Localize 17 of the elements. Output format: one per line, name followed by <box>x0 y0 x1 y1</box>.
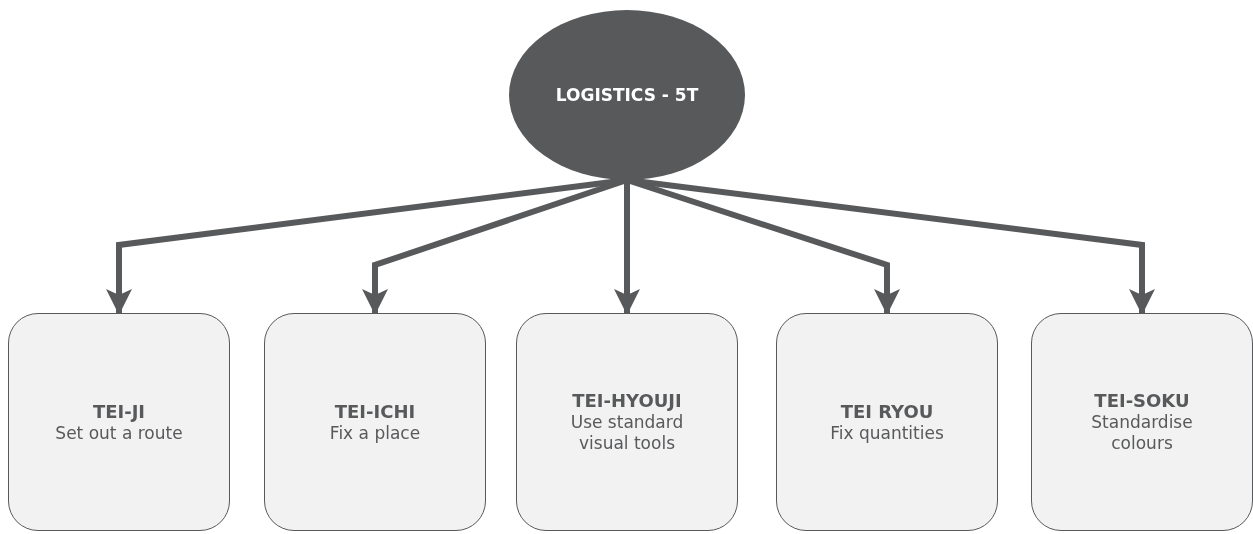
box-heading: TEI-ICHI <box>334 400 416 423</box>
rounded-box <box>516 313 738 531</box>
box-heading: TEI RYOU <box>840 400 934 423</box>
box-description: Standardise colours <box>1090 412 1194 454</box>
box-heading: TEI-HYOUJI <box>572 390 682 412</box>
rounded-box <box>264 313 486 531</box>
rounded-box <box>8 313 230 531</box>
topic-title: LOGISTICS - 5T <box>555 85 699 105</box>
box-heading: TEI-JI <box>92 400 146 423</box>
rounded-box <box>1031 313 1253 531</box>
box-description: Set out a route <box>55 422 183 444</box>
arrow <box>614 180 640 315</box>
rounded-box <box>776 313 998 531</box>
box-description: Fix a place <box>329 422 421 444</box>
box-description: Use standard visual tools <box>569 412 685 454</box>
box-heading: TEI-SOKU <box>1094 390 1190 412</box>
box-description: Fix quantities <box>830 422 944 444</box>
